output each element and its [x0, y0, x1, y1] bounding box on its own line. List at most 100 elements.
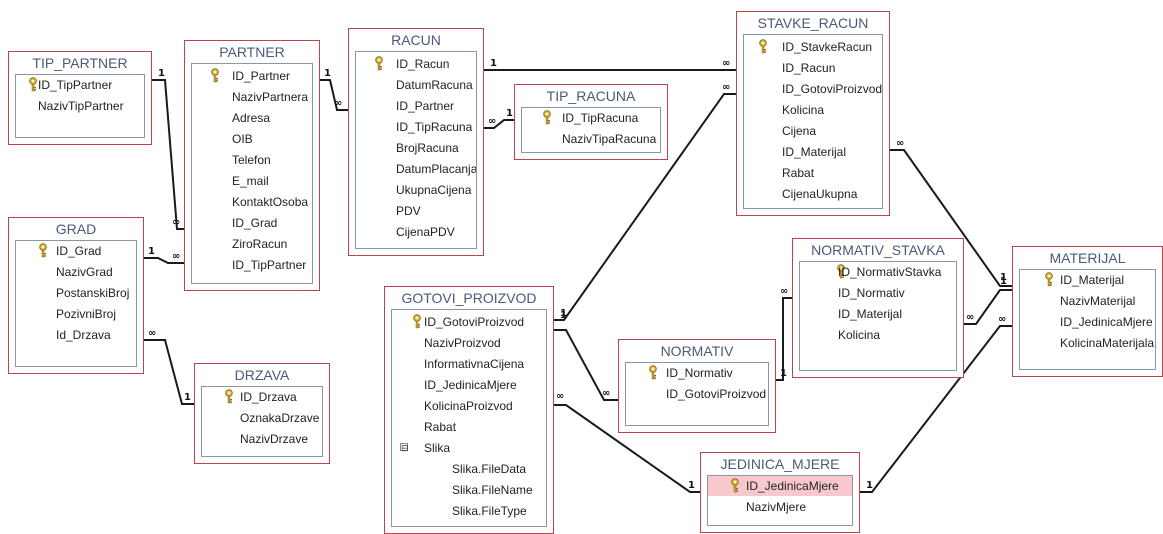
field-row[interactable]: E_mail — [192, 171, 312, 191]
field-row[interactable]: DatumPlacanja — [356, 159, 476, 179]
relationship-line[interactable] — [144, 339, 194, 405]
field-row[interactable]: Telefon — [192, 150, 312, 170]
table-title[interactable]: JEDINICA_MJERE — [720, 456, 840, 472]
field-row[interactable]: UkupnaCijena — [356, 180, 476, 200]
field-row[interactable]: ID_TipRacuna — [356, 117, 476, 137]
field-row[interactable]: PostanskiBroj — [16, 283, 136, 303]
field-row[interactable]: NazivProizvod — [392, 333, 546, 353]
table-title[interactable]: MATERIJAL — [1049, 250, 1126, 266]
field-row[interactable]: BrojRacuna — [356, 138, 476, 158]
field-row[interactable]: PDV — [356, 201, 476, 221]
field-row[interactable]: ID_JedinicaMjere — [1020, 312, 1155, 332]
field-row[interactable]: OIB — [192, 129, 312, 149]
primary-key-field[interactable]: ID_TipRacuna — [522, 108, 660, 128]
field-row[interactable]: PozivniBroj — [16, 304, 136, 324]
table-title[interactable]: RACUN — [391, 32, 441, 48]
relationship-line[interactable] — [554, 93, 736, 321]
field-row[interactable]: ID_JedinicaMjere — [392, 375, 546, 395]
field-row[interactable]: NazivTipaRacuna — [522, 129, 660, 149]
field-row[interactable]: ID_Grad — [192, 213, 312, 233]
table-title[interactable]: TIP_RACUNA — [546, 88, 636, 104]
table-title[interactable]: GRAD — [55, 221, 97, 237]
field-row[interactable]: Cijena — [744, 121, 882, 141]
collapse-icon[interactable]: ⊟ — [400, 443, 409, 453]
relationship-line[interactable] — [320, 79, 348, 111]
primary-key-field[interactable]: ID_Drzava — [202, 387, 322, 407]
primary-key-field[interactable]: ID_NormativStavka — [800, 262, 956, 282]
field-row[interactable]: ⊟Slika — [392, 438, 546, 458]
relationship-line[interactable] — [860, 325, 1012, 493]
table-title[interactable]: TIP_PARTNER — [32, 55, 128, 71]
field-row[interactable]: ID_Materijal — [800, 304, 956, 324]
field-row[interactable]: CijenaPDV — [356, 222, 476, 242]
table-title[interactable]: NORMATIV_STAVKA — [811, 242, 945, 258]
relationship-line[interactable] — [554, 329, 618, 401]
field-row[interactable]: NazivDrzave — [202, 429, 322, 449]
field-row[interactable]: ZiroRacun — [192, 234, 312, 254]
field-row[interactable]: KontaktOsoba — [192, 192, 312, 212]
field-row[interactable]: ID_Materijal — [744, 142, 882, 162]
field-row[interactable]: InformativnaCijena — [392, 354, 546, 374]
primary-key-field[interactable]: ID_Grad — [16, 241, 136, 261]
primary-key-field[interactable]: ID_Normativ — [626, 363, 768, 383]
field-row[interactable]: Slika.FileData — [392, 459, 546, 479]
field-row[interactable]: ID_Racun — [744, 58, 882, 78]
field-row[interactable]: NazivMaterijal — [1020, 291, 1155, 311]
field-row[interactable]: ID_Normativ — [800, 283, 956, 303]
table-title[interactable]: DRZAVA — [234, 367, 290, 383]
field-row[interactable]: ID_GotoviProizvod — [744, 79, 882, 99]
field-row[interactable]: ID_Partner — [356, 96, 476, 116]
relationship-line[interactable] — [554, 404, 700, 493]
field-row[interactable]: OznakaDrzave — [202, 408, 322, 428]
field-row[interactable]: NazivTipPartner — [16, 96, 144, 116]
field-row[interactable]: Slika.FileType — [392, 501, 546, 521]
primary-key-field[interactable]: ID_Materijal — [1020, 270, 1155, 290]
field-row[interactable]: ID_TipPartner — [192, 255, 312, 275]
field-row[interactable]: DatumRacuna — [356, 75, 476, 95]
field-row[interactable]: ID_GotoviProizvod — [626, 384, 768, 404]
field-row[interactable]: Kolicina — [800, 325, 956, 345]
field-row[interactable]: CijenaUkupna — [744, 184, 882, 204]
primary-key-field[interactable]: ID_StavkeRacun — [744, 37, 882, 57]
field-row[interactable]: Slika.FileName — [392, 480, 546, 500]
field-row[interactable]: NazivPartnera — [192, 87, 312, 107]
field-row[interactable]: NazivMjere — [708, 497, 852, 517]
relationship-line[interactable] — [484, 119, 514, 129]
table-title[interactable]: NORMATIV — [660, 343, 734, 359]
table-title[interactable]: PARTNER — [219, 44, 285, 60]
primary-key-field[interactable]: ID_JedinicaMjere — [708, 476, 852, 496]
field-row[interactable]: NazivGrad — [16, 262, 136, 282]
relationship-line[interactable] — [776, 297, 792, 381]
relationship-line[interactable] — [152, 79, 184, 230]
field-row[interactable]: Adresa — [192, 108, 312, 128]
field-row[interactable]: KolicinaProizvod — [392, 396, 546, 416]
field-row[interactable]: Rabat — [392, 417, 546, 437]
field-row[interactable]: KolicinaMaterijala — [1020, 333, 1155, 353]
primary-key-field[interactable]: ID_TipPartner — [16, 75, 144, 95]
field-row[interactable]: Id_Drzava — [16, 325, 136, 345]
primary-key-field[interactable]: ID_Partner — [192, 66, 312, 86]
relationship-line[interactable] — [964, 289, 1012, 325]
field-row[interactable]: Kolicina — [744, 100, 882, 120]
